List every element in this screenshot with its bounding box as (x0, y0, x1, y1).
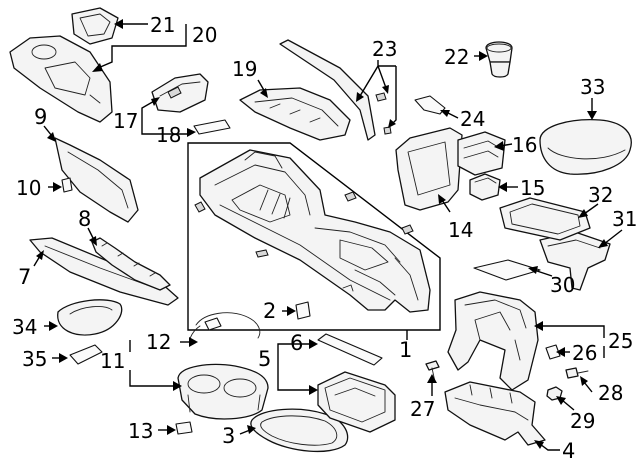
part-17-module (151, 73, 209, 113)
part-22-shift-knob (485, 41, 513, 78)
callout-5: 5 (258, 347, 271, 371)
callout-29: 29 (570, 409, 595, 433)
part-10-clip (61, 177, 73, 193)
callout-7: 7 (18, 265, 31, 289)
part-23-trim-strip (279, 39, 392, 141)
part-11-cup-holder (177, 363, 269, 420)
part-1-console-body (194, 149, 431, 313)
part-20-shifter-bezel (9, 35, 113, 123)
callout-22: 22 (444, 45, 469, 69)
part-8-trim-strip (91, 237, 171, 291)
callout-17: 17 (113, 109, 138, 133)
callout-3: 3 (222, 424, 235, 448)
part-19-upper-trim (239, 87, 351, 141)
part-3-tray-mat (250, 408, 349, 453)
callout-1: 1 (399, 338, 412, 362)
callout-13: 13 (128, 419, 153, 443)
callout-30: 30 (550, 273, 575, 297)
part-28-bolt (565, 367, 589, 379)
callout-32: 32 (588, 183, 613, 207)
callout-21: 21 (150, 13, 175, 37)
part-26-nut (545, 344, 561, 360)
part-16-switch-panel (457, 131, 506, 176)
callout-16: 16 (512, 133, 537, 157)
callout-27: 27 (410, 397, 435, 421)
part-13-clip (175, 421, 193, 435)
callout-labels: 1 2 3 4 5 6 7 8 9 10 11 12 13 14 15 16 1… (12, 13, 637, 463)
callout-9: 9 (34, 105, 47, 129)
part-4-bracket (444, 381, 546, 446)
callout-23: 23 (372, 37, 397, 61)
callout-2: 2 (263, 299, 276, 323)
part-32-tray (499, 197, 591, 241)
leader-lines (33, 19, 623, 451)
callout-33: 33 (580, 75, 605, 99)
callout-26: 26 (572, 341, 597, 365)
callout-15: 15 (520, 176, 545, 200)
callout-8: 8 (78, 207, 91, 231)
part-18-pad (193, 119, 231, 135)
part-24-trim (414, 95, 446, 115)
callout-34: 34 (12, 315, 37, 339)
part-34-mat (57, 299, 123, 336)
callout-31: 31 (612, 207, 637, 231)
callout-6: 6 (290, 331, 303, 355)
callout-11: 11 (100, 349, 125, 373)
callout-10: 10 (16, 176, 41, 200)
callout-24: 24 (460, 107, 485, 131)
part-35-mat (69, 344, 103, 365)
callout-14: 14 (448, 218, 473, 242)
part-31-bracket (539, 231, 611, 291)
part-33-armrest-lid (539, 119, 632, 175)
callout-4: 4 (562, 439, 575, 463)
part-12-clip (189, 312, 261, 346)
callout-20: 20 (192, 23, 217, 47)
callout-35: 35 (22, 347, 47, 371)
callout-25: 25 (608, 329, 633, 353)
part-5-storage-tray (317, 371, 396, 433)
callout-18: 18 (156, 123, 181, 147)
part-21-boot (71, 7, 119, 45)
part-25-support-bracket (447, 291, 539, 391)
part-6-liner (317, 333, 383, 366)
part-30-plate (473, 259, 541, 281)
part-14-bezel (395, 127, 463, 211)
part-1-frame (187, 142, 441, 331)
callout-12: 12 (146, 330, 171, 354)
part-15-switch (469, 173, 501, 201)
callout-19: 19 (232, 57, 257, 81)
part-2-clip (295, 301, 311, 320)
callout-28: 28 (598, 381, 623, 405)
